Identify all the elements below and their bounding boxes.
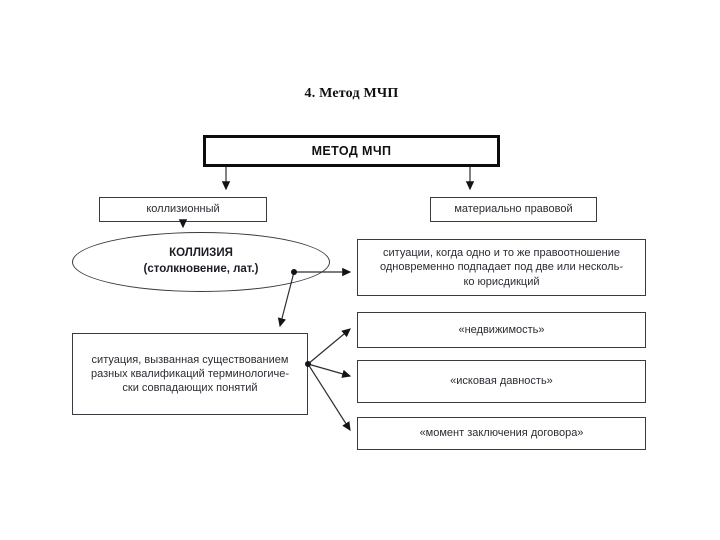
definition-node-collision: ситуации, когда одно и то же правоотноше… bbox=[357, 239, 646, 296]
branch-node-kollizionny: коллизионный bbox=[99, 197, 267, 222]
example-node-iskovaya-davnost: «исковая давность» bbox=[357, 360, 646, 403]
root-node-metod-mchp: МЕТОД МЧП bbox=[203, 135, 500, 167]
arrow-to-example-3 bbox=[307, 363, 351, 432]
slide-title: 4. Метод МЧП bbox=[304, 86, 399, 101]
branch-node-materialno-pravovoy: материально правовой bbox=[430, 197, 597, 222]
ellipse-subtitle: (столкновение, лат.) bbox=[143, 263, 259, 275]
ellipse-term: КОЛЛИЗИЯ bbox=[169, 247, 233, 260]
ellipse-node-kollizia: КОЛЛИЗИЯ (столкновение, лат.) bbox=[72, 232, 330, 292]
arrow-to-example-2 bbox=[307, 363, 352, 378]
definition-node-qualification: ситуация, вызванная существованием разны… bbox=[72, 333, 308, 415]
arrow-to-example-1 bbox=[307, 328, 351, 365]
example-node-nedvizhimost: «недвижимость» bbox=[357, 312, 646, 348]
example-node-moment-dogovora: «момент заключения договора» bbox=[357, 417, 646, 450]
